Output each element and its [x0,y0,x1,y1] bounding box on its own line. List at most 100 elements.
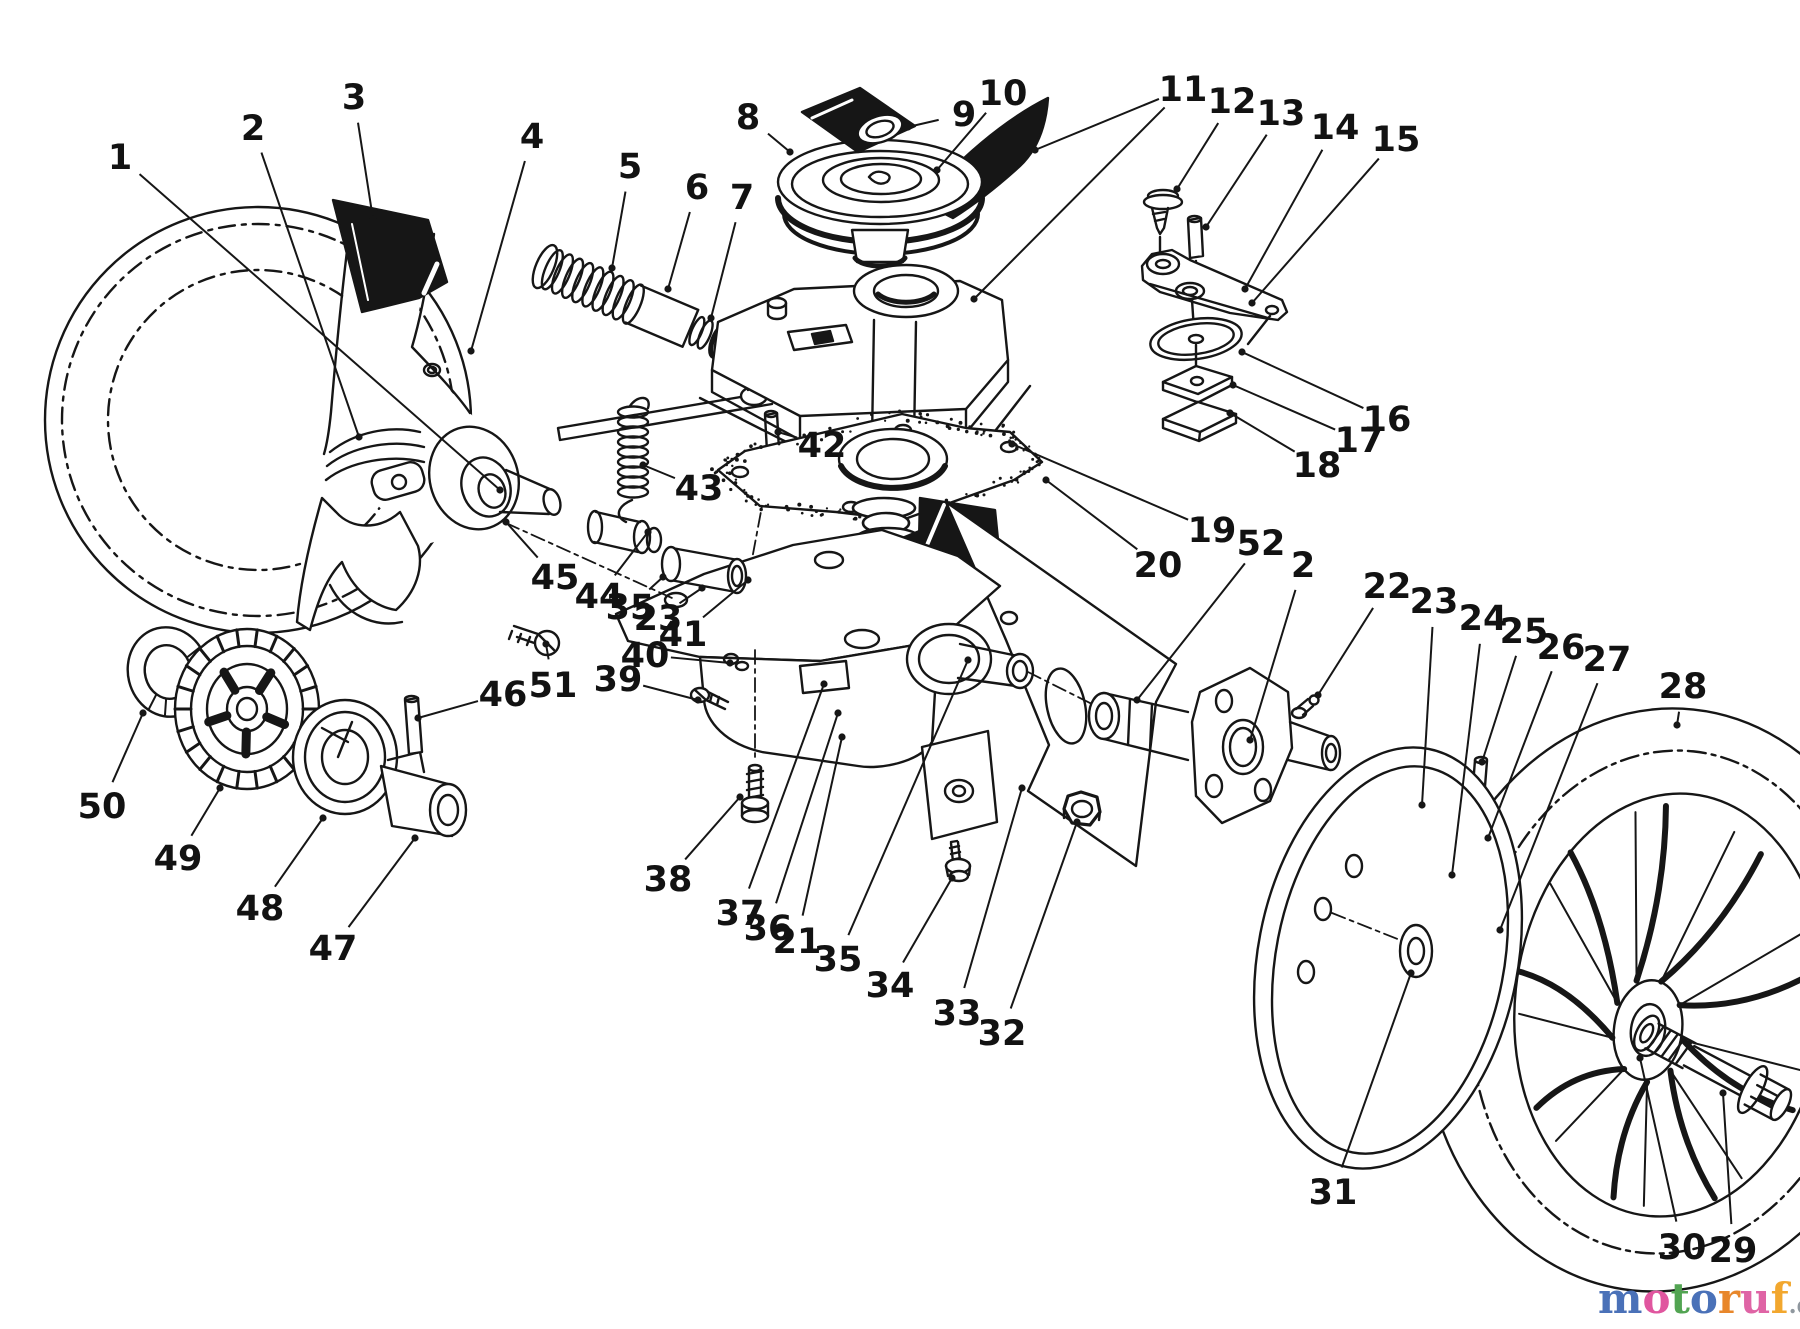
part-callout-29: 29 [1709,1089,1758,1271]
part-callout-15: 15 [1248,120,1420,307]
part-number-label: 32 [978,1014,1027,1054]
part-number-label: 35 [606,588,655,628]
part-number-label: 17 [1335,421,1384,461]
part-callout-41: 41 [659,576,752,655]
part-callout-7: 7 [707,178,754,322]
part-number-label: 19 [1188,511,1237,551]
part-number-label: 35 [814,940,863,980]
part-callout-35: 35 [814,656,972,980]
part-number-label: 46 [479,675,528,715]
part-callout-13: 13 [1202,94,1305,231]
part-callout-9: 9 [904,95,976,135]
part-callout-14: 14 [1241,108,1359,293]
part-callout-17: 17 [1229,381,1383,461]
part-number-label: 30 [1658,1228,1707,1268]
part-number-label: 2 [1291,546,1315,586]
part-callout-27: 27 [1496,640,1631,934]
part-number-label: 8 [736,98,760,138]
part-callout-18: 18 [1226,409,1341,486]
part-number-label: 11 [1159,70,1208,110]
friction-pad-17 [1161,364,1234,404]
part-number-label: 15 [1372,120,1421,160]
part-number-label: 36 [744,909,793,949]
part-callout-6: 6 [664,168,709,293]
part-number-label: 27 [1583,640,1632,680]
part-number-label: 45 [531,558,580,598]
input-bearing [837,427,949,491]
part-number-label: 20 [1134,546,1183,586]
part-number-label: 50 [78,787,127,827]
part-callout-47: 47 [309,834,419,969]
part-callout-10: 10 [933,74,1027,174]
part-number-label: 23 [634,599,683,639]
part-callout-31: 31 [1309,969,1415,1213]
part-callout-36: 36 [744,709,842,949]
clutch-drum [291,698,399,816]
part-callout-8: 8 [736,98,794,156]
part-number-label: 42 [798,426,847,466]
part-callout-52: 52 [1133,524,1285,704]
part-callout-44: 44 [575,528,652,617]
part-number-label: 23 [1410,582,1459,622]
part-callout-21: 21 [773,733,846,962]
part-callout-39: 39 [594,660,702,704]
part-number-label: 37 [716,894,765,934]
drive-pulley [775,138,985,304]
pivot-disc-16 [1149,316,1243,368]
part-callout-28: 28 [1659,667,1707,729]
part-number-label: 43 [675,469,724,509]
bracket-screw [944,839,972,883]
part-number-label: 48 [236,889,285,929]
part-callout-24: 24 [1448,599,1507,879]
self-tap-screw-12 [1142,188,1184,264]
part-number-label: 33 [933,994,982,1034]
part-number-label: 29 [1709,1231,1758,1271]
part-number-label: 2 [241,109,265,149]
part-callout-16: 16 [1238,348,1411,440]
part-callout-49: 49 [154,784,224,879]
part-callout-19: 19 [1008,440,1236,551]
gear-case [614,528,1035,841]
part-callout-1: 1 [108,138,504,494]
part-callout-4: 4 [467,117,544,355]
part-number-label: 14 [1311,108,1360,148]
part-callout-20: 20 [1042,476,1182,586]
part-callout-5: 5 [608,147,642,272]
axle-flange-plate [1190,666,1342,825]
part-callout-26: 26 [1484,628,1585,842]
part-callout-50: 50 [78,709,147,827]
part-number-label: 16 [1363,400,1412,440]
shift-fork [295,496,422,632]
part-number-label: 18 [1293,446,1342,486]
part-number-label: 6 [685,168,709,208]
part-number-label: 52 [1237,524,1286,564]
part-number-label: 22 [1363,567,1412,607]
case-bolt [740,649,770,824]
part-number-label: 3 [342,78,366,118]
part-callout-40: 40 [621,636,734,676]
part-number-label: 39 [594,660,643,700]
part-number-label: 5 [618,147,642,187]
clutch-sleeve [379,750,468,838]
part-callout-42: 42 [774,426,846,466]
part-callout-34: 34 [866,874,956,1006]
shift-rod [556,377,774,442]
part-callout-30: 30 [1636,1054,1706,1268]
plunger-44 [586,509,663,555]
watermark-text: motoruf.de [1598,1274,1800,1323]
part-number-label: 1 [108,138,132,178]
part-callout-12: 12 [1173,82,1256,193]
part-number-label: 26 [1537,628,1586,668]
part-callout-11: 11 [970,70,1207,303]
part-callout-23: 23 [1410,582,1459,809]
part-callout-37: 37 [716,680,828,934]
part-callout-51: 51 [529,640,577,706]
part-number-label: 7 [730,178,754,218]
part-number-label: 4 [520,117,544,157]
grease-fitting [1290,694,1320,720]
part-number-label: 38 [644,860,693,900]
part-callout-2: 2 [241,109,363,441]
part-number-label: 25 [1500,612,1549,652]
